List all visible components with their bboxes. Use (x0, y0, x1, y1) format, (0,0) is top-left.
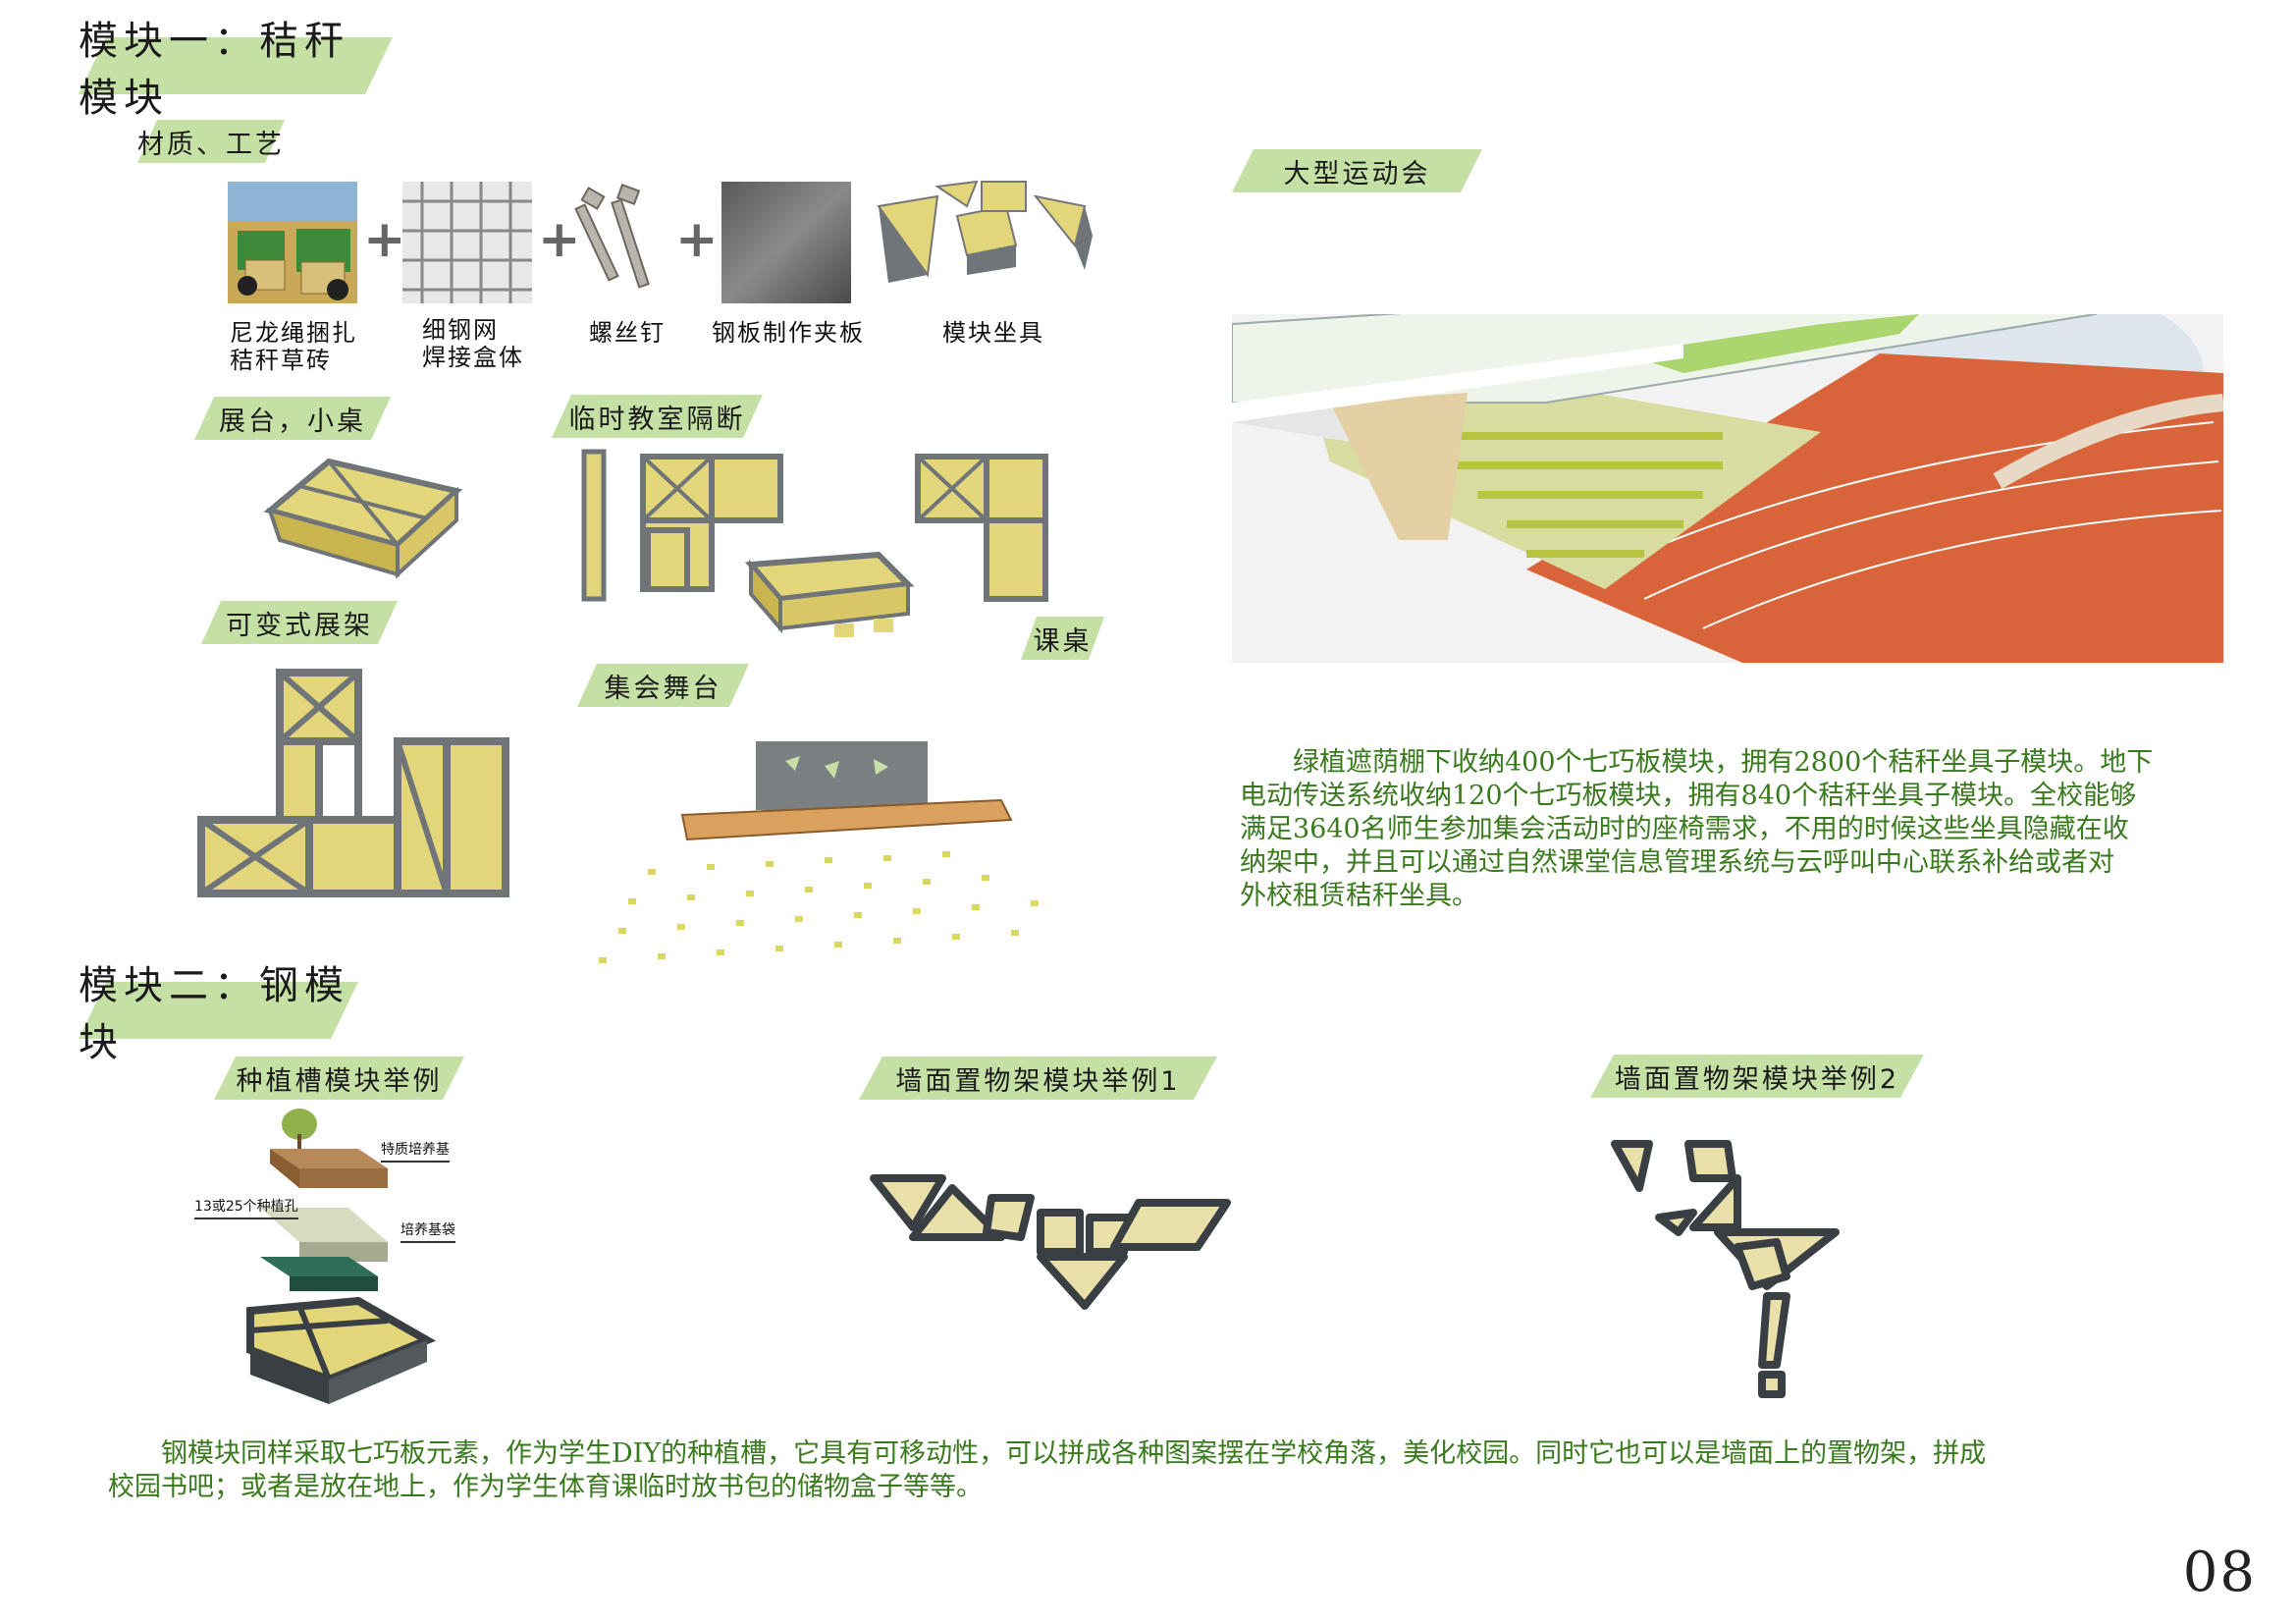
wall-shelf-2-tag: 墙面置物架模块举例2 (1590, 1055, 1924, 1098)
sports-paragraph-line-2: 电动传送系统收纳120个七巧板模块，拥有840个秸秆坐具子模块。全校能够 (1240, 781, 2137, 811)
sports-paragraph-line-4: 纳架中，并且可以通过自然课堂信息管理系统与云呼叫中心联系补给或者对 (1240, 847, 2114, 878)
sports-paragraph-line-5: 外校租赁秸秆坐具。 (1240, 881, 1478, 911)
material-caption-mesh: 细钢网 焊接盒体 (422, 316, 524, 371)
planter-annotation-medium: 特质培养基 (381, 1139, 450, 1163)
straw-bale-tractor-photo (228, 182, 357, 303)
wall-shelf-1-tag: 墙面置物架模块举例1 (859, 1056, 1217, 1100)
sports-label: 大型运动会 (1283, 158, 1431, 189)
shelf-label: 可变式展架 (226, 610, 373, 641)
planter-tag: 种植槽模块举例 (214, 1056, 464, 1100)
stage-label: 集会舞台 (604, 673, 722, 704)
partition-tag: 临时教室隔断 (552, 395, 763, 438)
partition-label: 临时教室隔断 (568, 404, 746, 435)
assembly-stage-render (589, 731, 1207, 972)
sports-paragraph: 绿植遮荫棚下收纳400个七巧板模块，拥有2800个秸秆坐具子模块。地下 电动传送… (1240, 746, 2231, 913)
stadium-render (1231, 273, 2224, 663)
sports-paragraph-line-1: 绿植遮荫棚下收纳400个七巧板模块，拥有2800个秸秆坐具子模块。地下 (1240, 747, 2154, 778)
shelf-render (191, 663, 515, 903)
plus-icon: + (538, 210, 581, 269)
sports-paragraph-line-3: 满足3640名师生参加集会活动时的座椅需求，不用的时候这些坐具隐藏在收 (1240, 814, 2129, 844)
material-caption-straw: 尼龙绳捆扎 秸秆草砖 (230, 319, 357, 374)
page-number: 08 (2182, 1541, 2257, 1604)
module2-title: 模块二：钢模块 (79, 963, 349, 1065)
display-table-tag: 展台，小桌 (194, 397, 391, 440)
module2-paragraph-line-1: 钢模块同样采取七巧板元素，作为学生DIY的种植槽，它具有可移动性，可以拼成各种图… (108, 1438, 1987, 1469)
material-caption-seats: 模块坐具 (942, 319, 1044, 347)
display-table-label: 展台，小桌 (219, 406, 366, 437)
module2-paragraph: 钢模块同样采取七巧板元素，作为学生DIY的种植槽，它具有可移动性，可以拼成各种图… (108, 1437, 2218, 1504)
tag-background (79, 37, 393, 94)
display-table-render (260, 452, 476, 579)
classroom-partition-render (574, 437, 1095, 638)
materials-tag-label: 材质、工艺 (137, 129, 285, 160)
planter-annotation-bag: 培养基袋 (400, 1219, 455, 1243)
sports-tag: 大型运动会 (1232, 149, 1482, 192)
stage-tag: 集会舞台 (577, 664, 749, 707)
wall-shelf-2-render (1600, 1129, 1855, 1404)
module2-paragraph-line-2: 校园书吧；或者是放在地上，作为学生体育课临时放书包的储物盒子等等。 (108, 1472, 983, 1502)
desk-label: 课桌 (1033, 625, 1093, 657)
material-caption-screws: 螺丝钉 (589, 319, 666, 347)
module2-title-tag: 模块二：钢模块 (79, 963, 358, 1065)
module1-title-tag: 模块一：秸秆模块 (79, 19, 393, 121)
materials-tag: 材质、工艺 (137, 120, 285, 163)
module-seats (869, 177, 1104, 304)
module1-title: 模块一：秸秆模块 (79, 19, 349, 121)
planter-label: 种植槽模块举例 (236, 1065, 443, 1097)
shelf-tag: 可变式展架 (201, 601, 398, 644)
planter-annotation-holes: 13或25个种植孔 (194, 1196, 298, 1219)
plus-icon: + (363, 210, 406, 269)
screws (574, 182, 667, 303)
plus-icon: + (675, 210, 719, 269)
wall-shelf-1-label: 墙面置物架模块举例1 (895, 1065, 1181, 1097)
wall-shelf-1-render (864, 1159, 1237, 1326)
material-caption-plate: 钢板制作夹板 (712, 319, 865, 347)
steel-mesh (402, 182, 532, 303)
planter-exploded-render (191, 1105, 515, 1409)
wall-shelf-2-label: 墙面置物架模块举例2 (1614, 1063, 1900, 1095)
desk-tag: 课桌 (1021, 617, 1104, 660)
steel-plate (721, 182, 851, 303)
